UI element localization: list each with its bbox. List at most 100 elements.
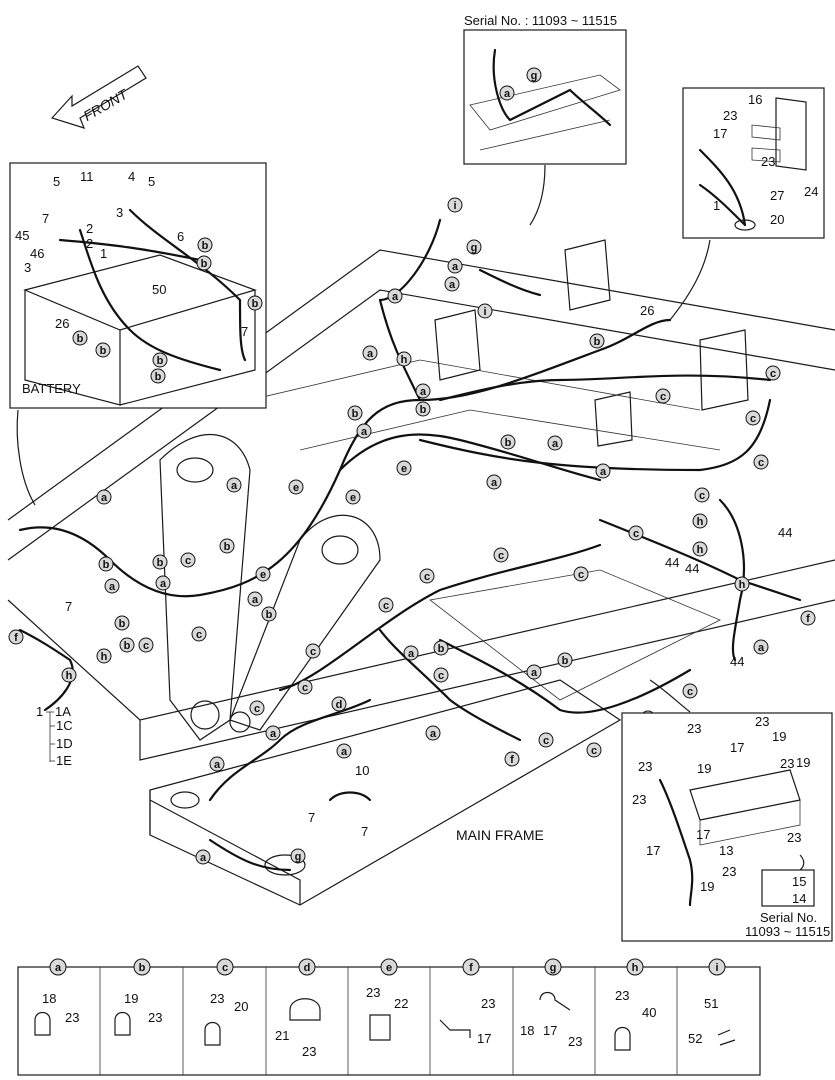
svg-text:c: c bbox=[578, 569, 584, 581]
svg-text:2: 2 bbox=[86, 236, 93, 251]
svg-text:c: c bbox=[302, 682, 308, 694]
part-44-c: 44 bbox=[685, 561, 699, 576]
callout-a-7 bbox=[547, 435, 563, 451]
svg-text:46: 46 bbox=[30, 246, 44, 261]
svg-text:f: f bbox=[806, 613, 810, 625]
callout-i-2 bbox=[477, 303, 493, 319]
callout-c-11 bbox=[378, 597, 394, 613]
svg-text:19: 19 bbox=[796, 755, 810, 770]
svg-text:a: a bbox=[55, 962, 62, 974]
callout-b-3 bbox=[589, 333, 605, 349]
svg-text:b: b bbox=[420, 404, 427, 416]
svg-text:c: c bbox=[383, 600, 389, 612]
callout-b-12 bbox=[557, 652, 573, 668]
callout-b-6 bbox=[152, 554, 168, 570]
svg-text:19: 19 bbox=[124, 991, 138, 1006]
svg-text:h: h bbox=[632, 962, 639, 974]
svg-text:19: 19 bbox=[700, 879, 714, 894]
svg-text:d: d bbox=[304, 962, 311, 974]
callout-e-2 bbox=[345, 489, 361, 505]
svg-text:a: a bbox=[392, 291, 399, 303]
callout-c-21 bbox=[586, 742, 602, 758]
svg-text:e: e bbox=[260, 569, 266, 581]
svg-text:23: 23 bbox=[632, 792, 646, 807]
svg-text:c: c bbox=[660, 391, 666, 403]
callout-a-18 bbox=[425, 725, 441, 741]
callout-b-2 bbox=[347, 405, 363, 421]
svg-text:a: a bbox=[758, 642, 765, 654]
svg-text:23: 23 bbox=[638, 759, 652, 774]
callout-c-2 bbox=[655, 388, 671, 404]
svg-text:11: 11 bbox=[80, 169, 94, 184]
callout-f-3 bbox=[504, 751, 520, 767]
callout-b-4 bbox=[500, 434, 516, 450]
callout-a-16 bbox=[753, 639, 769, 655]
svg-text:23: 23 bbox=[210, 991, 224, 1006]
svg-text:5: 5 bbox=[53, 174, 60, 189]
svg-text:19: 19 bbox=[697, 761, 711, 776]
callout-h-1 bbox=[396, 351, 412, 367]
inset-battery: 5 11 4 5 7 3 2 45 2 1 6 46 3 50 26 7 b b… bbox=[9, 162, 267, 409]
callout-h-4 bbox=[734, 576, 750, 592]
svg-text:a: a bbox=[449, 279, 456, 291]
callout-a-19 bbox=[265, 725, 281, 741]
svg-text:13: 13 bbox=[719, 843, 733, 858]
svg-text:b: b bbox=[266, 609, 273, 621]
callout-c-5 bbox=[694, 487, 710, 503]
svg-text:c: c bbox=[699, 490, 705, 502]
svg-text:23: 23 bbox=[148, 1010, 162, 1025]
svg-text:a: a bbox=[600, 466, 607, 478]
svg-text:18: 18 bbox=[42, 991, 56, 1006]
callout-c-6 bbox=[628, 525, 644, 541]
svg-text:17: 17 bbox=[477, 1031, 491, 1046]
callout-c-16 bbox=[682, 683, 698, 699]
svg-text:a: a bbox=[452, 261, 459, 273]
callout-d-1 bbox=[331, 696, 347, 712]
svg-text:4: 4 bbox=[128, 169, 135, 184]
svg-text:23: 23 bbox=[755, 714, 769, 729]
svg-text:1: 1 bbox=[713, 198, 720, 213]
callout-b-11 bbox=[433, 640, 449, 656]
callout-a-20 bbox=[336, 743, 352, 759]
part-26: 26 bbox=[640, 303, 654, 318]
callout-a-15 bbox=[403, 645, 419, 661]
svg-text:c: c bbox=[633, 528, 639, 540]
svg-text:1A: 1A bbox=[55, 704, 71, 719]
callout-a-9 bbox=[486, 474, 502, 490]
svg-text:c: c bbox=[185, 555, 191, 567]
svg-text:f: f bbox=[14, 632, 18, 644]
svg-text:b: b bbox=[139, 962, 146, 974]
svg-text:7: 7 bbox=[42, 211, 49, 226]
callout-c-4 bbox=[753, 454, 769, 470]
callout-a-5 bbox=[415, 383, 431, 399]
svg-text:a: a bbox=[231, 480, 238, 492]
callout-h-5 bbox=[96, 648, 112, 664]
svg-text:23: 23 bbox=[615, 988, 629, 1003]
callout-b-9 bbox=[114, 615, 130, 631]
svg-text:c: c bbox=[196, 629, 202, 641]
svg-text:a: a bbox=[504, 88, 511, 100]
svg-text:b: b bbox=[157, 355, 164, 367]
svg-text:g: g bbox=[295, 851, 302, 863]
callout-a-2 bbox=[444, 276, 460, 292]
svg-text:17: 17 bbox=[646, 843, 660, 858]
svg-text:15: 15 bbox=[792, 874, 806, 889]
svg-text:7: 7 bbox=[241, 324, 248, 339]
svg-text:c: c bbox=[222, 962, 228, 974]
svg-text:a: a bbox=[101, 492, 108, 504]
callout-b-1 bbox=[415, 401, 431, 417]
svg-text:b: b bbox=[505, 437, 512, 449]
svg-text:1D: 1D bbox=[56, 736, 73, 751]
svg-text:e: e bbox=[350, 492, 356, 504]
battery-label: BATTERY bbox=[22, 381, 81, 396]
svg-text:c: c bbox=[758, 457, 764, 469]
svg-text:b: b bbox=[252, 298, 259, 310]
svg-text:23: 23 bbox=[687, 721, 701, 736]
svg-text:a: a bbox=[270, 728, 277, 740]
svg-text:1C: 1C bbox=[56, 718, 73, 733]
svg-text:b: b bbox=[562, 655, 569, 667]
svg-text:f: f bbox=[469, 962, 473, 974]
svg-text:d: d bbox=[336, 699, 343, 711]
svg-text:a: a bbox=[491, 477, 498, 489]
svg-text:Serial No.: Serial No. bbox=[760, 910, 817, 925]
